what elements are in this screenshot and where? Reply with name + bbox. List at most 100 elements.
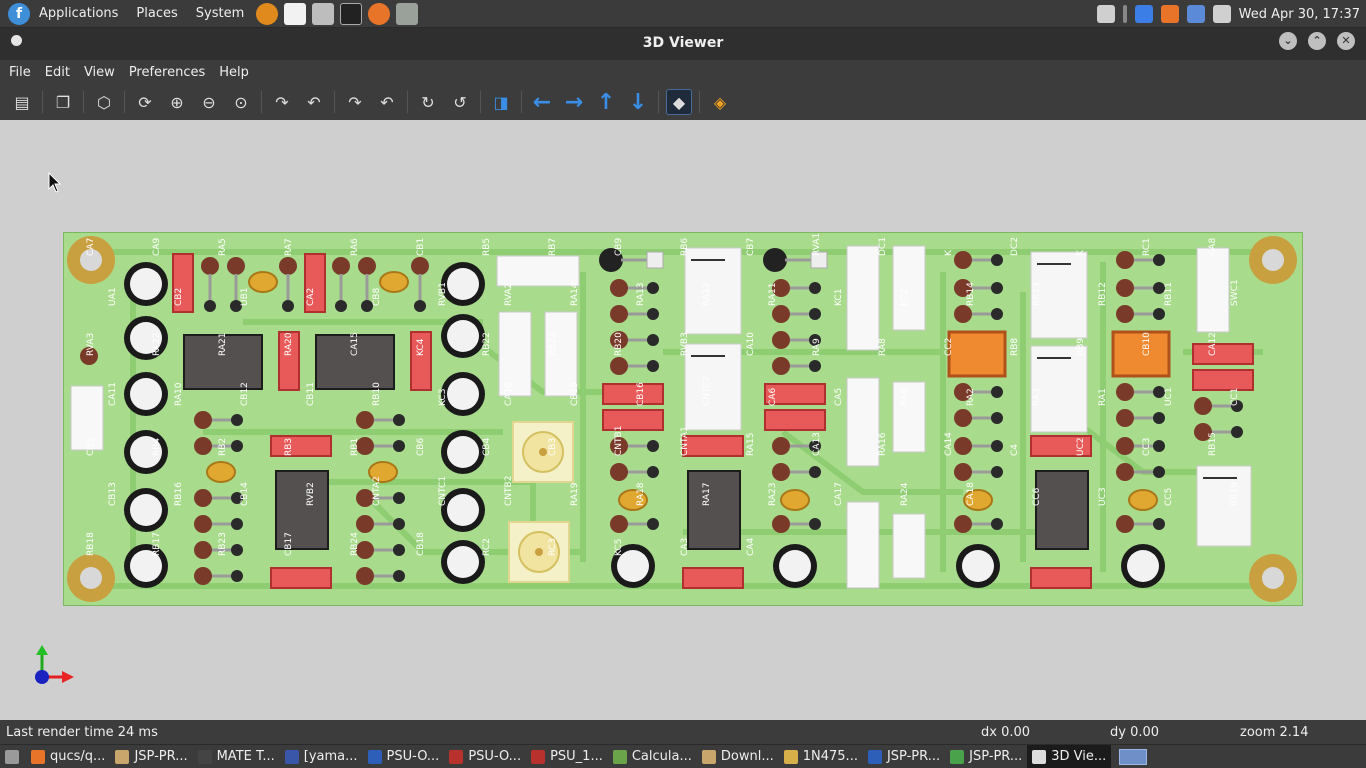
taskbar-item-label: qucs/q... (50, 749, 106, 764)
capacitor-top (130, 550, 162, 582)
tray-handle-icon[interactable] (1122, 5, 1127, 23)
layers-icon[interactable]: ◈ (713, 92, 727, 112)
zoom-out-icon[interactable]: ⊖ (202, 92, 216, 112)
taskbar-item[interactable]: 1N475... (779, 745, 863, 768)
smd-capacitor (270, 435, 332, 457)
minimize-button[interactable]: ⌄ (1279, 32, 1297, 50)
taskbar-item[interactable]: 3D Vie... (1027, 744, 1112, 768)
firefox-launcher-icon[interactable] (368, 2, 391, 25)
cube-view-icon[interactable]: ⬡ (97, 92, 111, 112)
silkscreen-label: RA22 (152, 333, 162, 357)
taskbar-item-label: PSU-O... (386, 749, 440, 764)
toolbar-separator (407, 91, 408, 113)
rotate-z-ccw-icon[interactable]: ↺ (453, 92, 467, 112)
calculator-launcher-icon[interactable] (396, 2, 419, 25)
update-icon[interactable] (1160, 5, 1179, 23)
file-manager-launcher-icon[interactable] (312, 2, 335, 25)
taskbar-item[interactable]: JSP-PR... (863, 745, 945, 768)
clock[interactable]: Wed Apr 30, 17:37 (1238, 6, 1360, 22)
resistor-pad (991, 254, 1003, 266)
network-icon[interactable] (1212, 5, 1231, 23)
window-titlebar[interactable]: 3D Viewer ⌄ ⌃ ✕ (0, 28, 1366, 60)
pan-left-icon[interactable]: ← (532, 89, 552, 115)
resistor-pad (991, 386, 1003, 398)
taskbar-item[interactable]: MATE T... (193, 745, 280, 768)
zoom-in-icon[interactable]: ⊕ (170, 92, 184, 112)
fedora-logo-icon[interactable]: f (8, 2, 30, 25)
reload-icon[interactable]: ⟳ (138, 92, 152, 112)
resistor-body (954, 409, 972, 427)
resistor-body (194, 515, 212, 533)
taskbar-item[interactable]: qucs/q... (26, 745, 110, 768)
rotate-x-ccw-icon[interactable]: ↶ (307, 92, 321, 112)
taskbar-item[interactable]: Calcula... (608, 745, 697, 768)
menu-view[interactable]: View (83, 64, 115, 80)
pan-down-icon[interactable]: ↓ (628, 89, 648, 115)
silkscreen-label: CA6 (768, 388, 778, 406)
resistor-pad (809, 466, 821, 478)
applications-menu[interactable]: Applications (39, 5, 119, 21)
silkscreen-label: RA17 (702, 483, 712, 507)
resistor-body (411, 257, 429, 275)
ceramic-capacitor (206, 461, 236, 483)
silkscreen-label: RB3 (284, 438, 294, 456)
pan-right-icon[interactable]: → (564, 89, 584, 115)
silkscreen-label: RA11 (768, 283, 778, 307)
mounting-hole-drill (1262, 249, 1284, 271)
export-icon[interactable]: ▤ (14, 92, 30, 112)
zoom-fit-icon[interactable]: ⊙ (234, 92, 248, 112)
rotate-z-cw-icon[interactable]: ↻ (421, 92, 435, 112)
network-signal-icon[interactable] (1186, 5, 1205, 23)
silkscreen-label: CB14 (240, 482, 250, 506)
taskbar-item[interactable]: PSU-O... (363, 745, 445, 768)
rotate-x-cw-icon[interactable]: ↷ (275, 92, 289, 112)
show-desktop-button[interactable] (0, 745, 26, 768)
flip-board-icon[interactable]: ◨ (493, 92, 509, 112)
menu-file[interactable]: File (9, 64, 31, 80)
taskbar-item[interactable]: Downl... (697, 745, 779, 768)
toolbar-separator (42, 91, 43, 113)
search-launcher-icon[interactable] (256, 2, 279, 25)
close-button[interactable]: ✕ (1337, 32, 1355, 50)
menu-help[interactable]: Help (219, 64, 249, 80)
volume-icon[interactable] (1096, 5, 1115, 23)
places-menu[interactable]: Places (136, 5, 178, 21)
resistor-body (358, 257, 376, 275)
silkscreen-label: RB8 (1010, 338, 1020, 356)
resistor-pad (991, 412, 1003, 424)
maximize-button[interactable]: ⌃ (1308, 32, 1326, 50)
bluetooth-icon[interactable] (1134, 5, 1153, 23)
menu-preferences[interactable]: Preferences (128, 64, 206, 80)
taskbar-item-label: JSP-PR... (969, 749, 1023, 764)
text-editor-launcher-icon[interactable] (284, 2, 307, 25)
taskbar-item[interactable]: JSP-PR... (110, 745, 192, 768)
resistor-body (772, 331, 790, 349)
terminal-launcher-icon[interactable] (340, 2, 363, 25)
silkscreen-label: RA13 (636, 283, 646, 307)
menu-edit[interactable]: Edit (44, 64, 70, 80)
silkscreen-label: CB15 (570, 382, 580, 406)
taskbar-item[interactable]: PSU_1... (526, 745, 608, 768)
toolbar-separator (83, 91, 84, 113)
capacitor-top (962, 550, 994, 582)
silkscreen-label: CA14 (944, 432, 954, 456)
smd-capacitor (602, 383, 664, 405)
taskbar-item[interactable]: [yama... (280, 745, 363, 768)
rotate-y-ccw-icon[interactable]: ↶ (380, 92, 394, 112)
pan-up-icon[interactable]: ↑ (596, 89, 616, 115)
workspace-switcher[interactable] (1119, 748, 1148, 765)
copy-icon[interactable]: ❐ (55, 92, 71, 112)
window-menu-icon[interactable] (11, 35, 22, 46)
taskbar-item[interactable]: PSU-O... (444, 745, 526, 768)
silkscreen-label: RB14 (966, 282, 976, 306)
ic-body (689, 472, 739, 548)
system-menu[interactable]: System (195, 5, 245, 21)
taskbar-item[interactable]: JSP-PR... (945, 745, 1027, 768)
rotate-y-cw-icon[interactable]: ↷ (348, 92, 362, 112)
ortho-icon[interactable]: ◆ (666, 89, 692, 115)
silkscreen-label: RB18 (86, 532, 96, 556)
silkscreen-label: RB2 (218, 438, 228, 456)
taskbar-item-label: MATE T... (216, 749, 275, 764)
